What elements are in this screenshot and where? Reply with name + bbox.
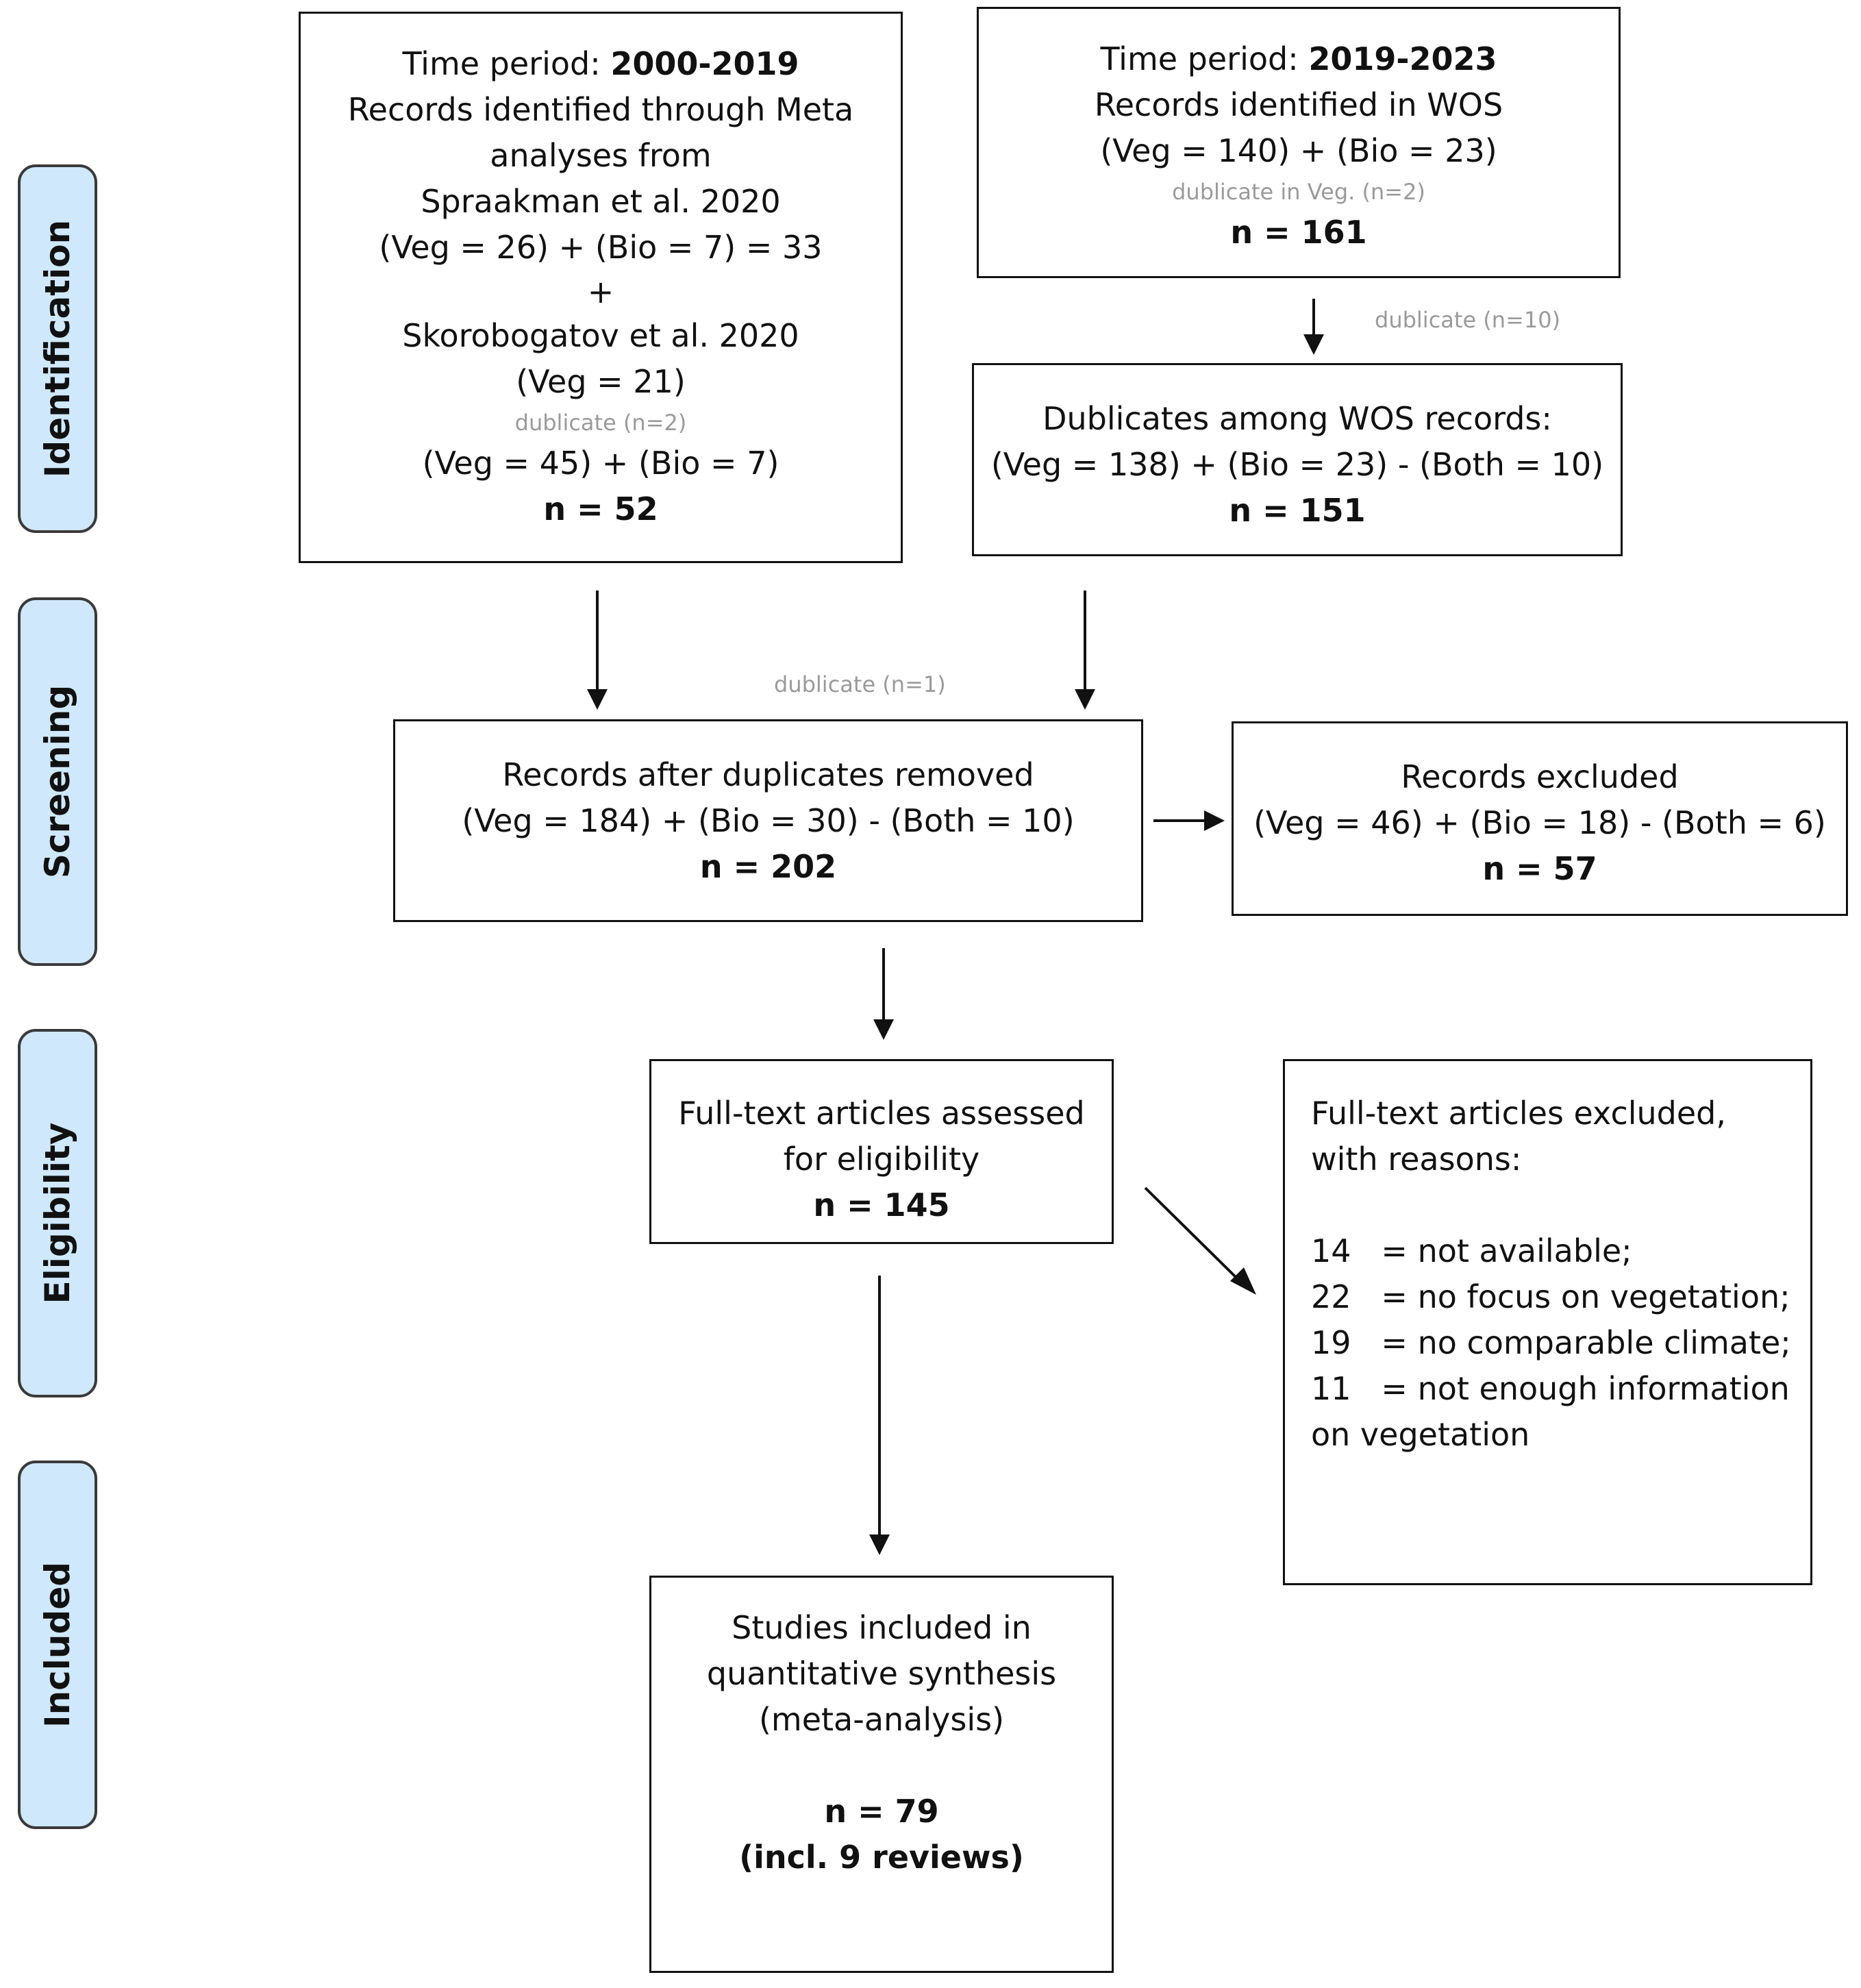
- box-line: (Veg = 21): [516, 363, 686, 400]
- arrowhead: [873, 1019, 894, 1040]
- arrowhead: [1075, 689, 1095, 710]
- arrowhead: [587, 689, 608, 710]
- arrow-fulltext-to-excluded: [1144, 1186, 1240, 1281]
- box-fulltext-assessed: Full-text articles assessed for eligibil…: [649, 1059, 1114, 1244]
- box-line: Records identified in WOS: [1094, 86, 1503, 123]
- exclusion-reason: 22 = no focus on vegetation;: [1311, 1278, 1790, 1315]
- stage-tab-eligibility: Eligibility: [18, 1029, 97, 1397]
- box-wos-duplicates: Dublicates among WOS records: (Veg = 138…: [972, 363, 1623, 556]
- box-line: Full-text articles excluded,: [1311, 1095, 1726, 1132]
- duplicate-note: dublicate (n=2): [514, 410, 687, 436]
- box-line: Records after duplicates removed: [502, 756, 1034, 793]
- box-line: (Veg = 45) + (Bio = 7): [422, 445, 779, 482]
- box-count: n = 161: [1230, 214, 1367, 251]
- box-line: with reasons:: [1311, 1141, 1522, 1178]
- box-line: for eligibility: [783, 1141, 980, 1178]
- box-studies-included: Studies included in quantitative synthes…: [649, 1576, 1114, 1973]
- box-line: (meta-analysis): [758, 1701, 1005, 1738]
- exclusion-reason: 19 = no comparable climate;: [1311, 1324, 1791, 1361]
- box-count: n = 79: [824, 1793, 939, 1830]
- stage-tab-included: Included: [18, 1461, 97, 1829]
- box-line: +: [587, 273, 614, 310]
- stage-tab-identification: Identification: [18, 164, 97, 533]
- box-records-excluded: Records excluded (Veg = 46) + (Bio = 18)…: [1232, 721, 1848, 916]
- exclusion-reason: 11 = not enough information: [1311, 1370, 1790, 1407]
- box-line: (Veg = 184) + (Bio = 30) - (Both = 10): [462, 802, 1075, 839]
- box-line: Studies included in: [732, 1609, 1032, 1646]
- box-line: (Veg = 138) + (Bio = 23) - (Both = 10): [990, 446, 1604, 483]
- stage-tab-screening: Screening: [18, 597, 97, 966]
- box-line: Full-text articles assessed: [678, 1095, 1085, 1132]
- period-line: Time period: 2000-2019: [301, 41, 901, 87]
- duplicate-note: dublicate in Veg. (n=2): [1172, 179, 1425, 205]
- period-value: 2000-2019: [610, 45, 799, 82]
- exclusion-reason: 14 = not available;: [1311, 1232, 1632, 1269]
- box-count: n = 151: [1229, 492, 1366, 529]
- period-label: Time period:: [1100, 40, 1309, 77]
- box-records-after-duplicates: Records after duplicates removed (Veg = …: [393, 719, 1143, 922]
- period-label: Time period:: [402, 45, 611, 82]
- box-line: (Veg = 46) + (Bio = 18) - (Both = 6): [1253, 804, 1826, 841]
- period-value: 2019-2023: [1308, 40, 1497, 77]
- box-meta-analysis-records: Time period: 2000-2019 Records identifie…: [299, 12, 903, 563]
- box-count: n = 52: [543, 490, 658, 527]
- box-count: n = 145: [813, 1186, 950, 1223]
- box-line: Skorobogatov et al. 2020: [402, 317, 799, 354]
- arrowhead: [1230, 1267, 1256, 1295]
- box-line: on vegetation: [1311, 1416, 1530, 1453]
- box-line: (Veg = 140) + (Bio = 23): [1100, 132, 1497, 169]
- box-line: Records identified through Meta: [347, 91, 854, 128]
- box-line: analyses from: [490, 137, 712, 174]
- duplicate-note-n1: dublicate (n=1): [774, 671, 946, 697]
- box-count: n = 57: [1482, 850, 1597, 887]
- duplicate-note-n10: dublicate (n=10): [1375, 307, 1561, 333]
- arrowhead: [1303, 334, 1324, 355]
- box-count: n = 202: [699, 848, 837, 885]
- box-line: (Veg = 26) + (Bio = 7) = 33: [379, 229, 823, 266]
- box-line: quantitative synthesis: [706, 1655, 1057, 1692]
- box-line: Records excluded: [1401, 758, 1679, 795]
- box-wos-records: Time period: 2019-2023 Records identifie…: [977, 7, 1621, 278]
- box-line: Dublicates among WOS records:: [1042, 400, 1552, 437]
- box-count-note: (incl. 9 reviews): [739, 1839, 1024, 1876]
- box-fulltext-excluded: Full-text articles excluded, with reason…: [1283, 1059, 1812, 1585]
- arrowhead: [1204, 810, 1225, 831]
- box-line: Spraakman et al. 2020: [421, 183, 781, 220]
- period-line: Time period: 2019-2023: [979, 36, 1619, 82]
- arrowhead: [869, 1535, 890, 1555]
